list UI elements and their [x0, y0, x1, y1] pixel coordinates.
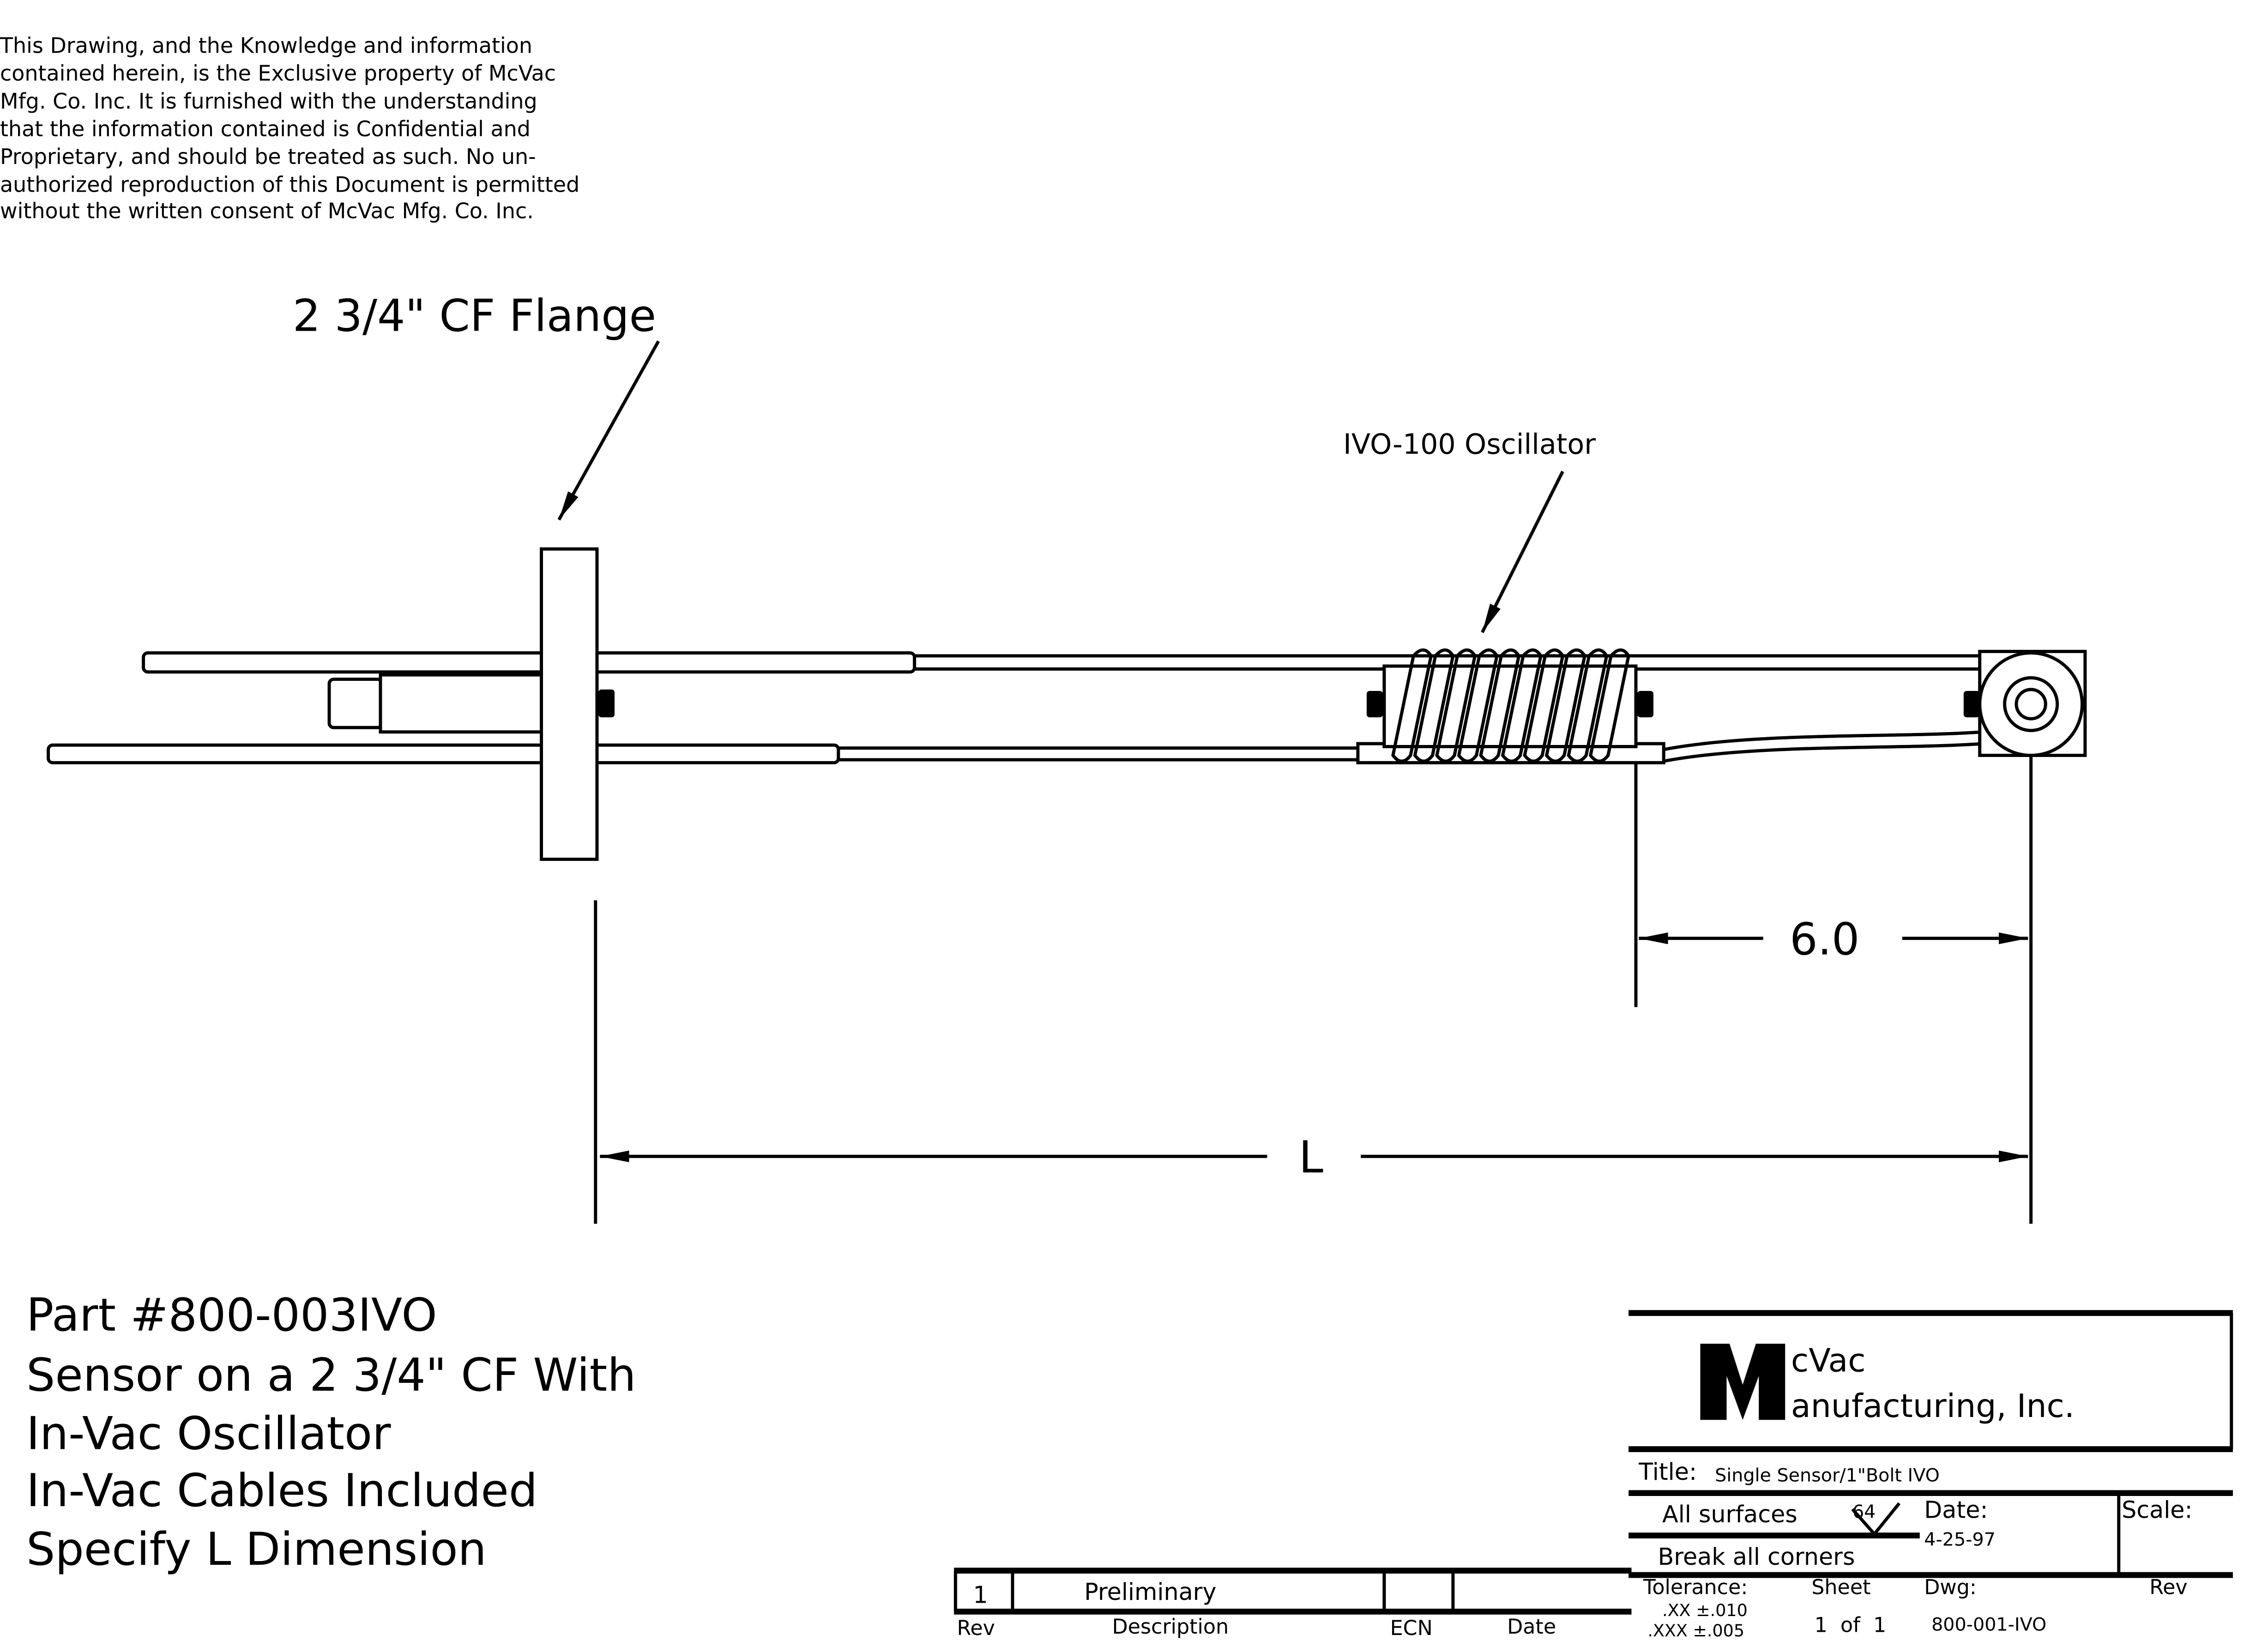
notice-line: Mfg. Co. Inc. It is furnished with the u…: [0, 89, 537, 114]
dimensions: 6.0 L: [594, 755, 2033, 1224]
tolerance-xx: .XX ±.010: [1662, 1600, 1748, 1620]
part-description-line: In-Vac Oscillator: [26, 1408, 391, 1460]
dwg-value: 800-001-IVO: [1931, 1614, 2046, 1635]
tolerance-xxx: .XXX ±.005: [1647, 1621, 1744, 1641]
sensor-assembly: [47, 547, 2087, 861]
date-label: Date:: [1924, 1496, 1988, 1524]
logo-m-icon: [1700, 1344, 1785, 1420]
notice-line: without the written consent of McVac Mfg…: [0, 198, 534, 223]
scale-label: Scale:: [2122, 1496, 2192, 1524]
bolt-nub: [1963, 691, 1980, 718]
sensor-aperture: [2015, 688, 2047, 721]
ecn-header: ECN: [1390, 1617, 1433, 1640]
notice-line: authorized reproduction of this Document…: [0, 172, 579, 197]
oscillator-coil: [1382, 648, 1638, 763]
notice-line: Proprietary, and should be treated as su…: [0, 144, 536, 169]
description-cell: Preliminary: [1084, 1578, 1216, 1605]
title-block: cVac anufacturing, Inc. Title: Single Se…: [1629, 1310, 2233, 1641]
rev-label: Rev: [2149, 1575, 2187, 1599]
notice-line: contained herein, is the Exclusive prope…: [0, 61, 556, 86]
connector-body: [379, 673, 546, 734]
notice-line: that the information contained is Confid…: [0, 116, 531, 141]
part-description-line: Sensor on a 2 3/4" CF With: [26, 1349, 636, 1402]
cable: [1663, 742, 1983, 763]
rev-header: Rev: [957, 1617, 995, 1640]
sensor-crystal-holder: [1978, 651, 2084, 757]
company-logo: cVac anufacturing, Inc.: [1700, 1342, 2075, 1425]
part-description-line: Specify L Dimension: [26, 1523, 487, 1576]
sheet-label: Sheet: [1811, 1575, 1870, 1599]
notice-line: This Drawing, and the Knowledge and info…: [0, 33, 532, 58]
company-name-line1: cVac: [1791, 1342, 1866, 1380]
rev-cell: 1: [973, 1581, 988, 1608]
date-value: 4-25-97: [1924, 1529, 1996, 1550]
table-row: 1 Preliminary: [973, 1578, 1216, 1608]
bolt-nub: [1366, 691, 1383, 718]
connector: [327, 678, 384, 729]
top-feedthrough-rod: [142, 651, 917, 674]
revision-table: 1 Preliminary Rev Description ECN Date: [953, 1568, 1632, 1640]
part-description: Part #800-003IVO Sensor on a 2 3/4" CF W…: [26, 1289, 636, 1576]
title-label: Title:: [1638, 1458, 1697, 1485]
bottom-tube: [837, 746, 1363, 762]
length-dimension: L: [1299, 1132, 1323, 1183]
tolerance-label: Tolerance:: [1643, 1575, 1748, 1599]
sensor-crystal: [2003, 676, 2059, 733]
cable: [1663, 730, 1983, 751]
surfaces-label: All surfaces: [1662, 1501, 1798, 1528]
description-header: Description: [1112, 1615, 1229, 1639]
date-header: Date: [1507, 1615, 1556, 1639]
flange-callout-label: 2 3/4" CF Flange: [293, 291, 656, 341]
dwg-label: Dwg:: [1924, 1575, 1977, 1599]
oscillator-callout-arrow: [1481, 471, 1564, 633]
company-name-line2: anufacturing, Inc.: [1791, 1387, 2075, 1425]
bolt-nub: [598, 689, 615, 718]
proprietary-notice: This Drawing, and the Knowledge and info…: [0, 33, 579, 223]
part-number: Part #800-003IVO: [26, 1289, 437, 1342]
title-value: Single Sensor/1"Bolt IVO: [1715, 1465, 1940, 1486]
sheet-value: 1 of 1: [1815, 1614, 1887, 1637]
bolt-nub: [1637, 691, 1654, 718]
flange-callout-arrow: [557, 340, 660, 521]
break-corners-label: Break all corners: [1658, 1543, 1855, 1570]
cf-flange: [540, 547, 599, 861]
offset-dimension: 6.0: [1790, 914, 1859, 965]
surface-finish-check-icon: [1851, 1502, 1901, 1537]
bottom-feedthrough-rod: [47, 743, 840, 764]
oscillator-callout-label: IVO-100 Oscillator: [1343, 429, 1596, 461]
part-description-line: In-Vac Cables Included: [26, 1465, 537, 1517]
